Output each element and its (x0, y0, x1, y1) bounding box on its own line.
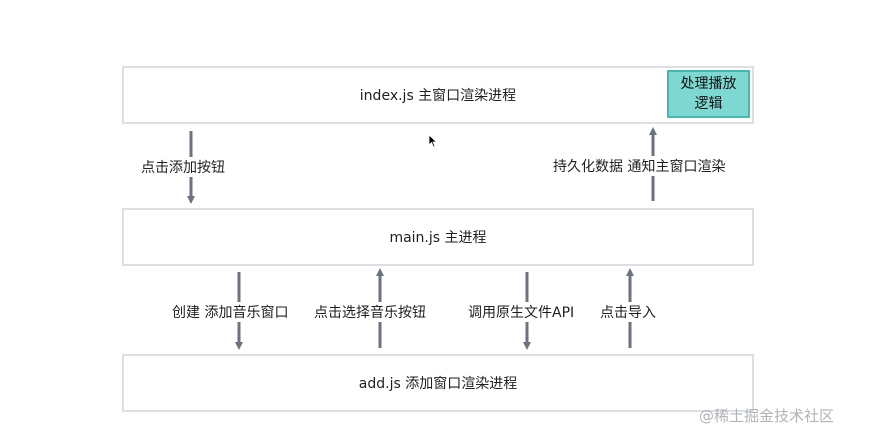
flow-label-click-import: 点击导入 (598, 302, 658, 322)
play-logic-label: 处理播放逻辑 (680, 76, 737, 112)
main-process-box: main.js 主进程 (122, 208, 754, 266)
flow-label-create-window: 创建 添加音乐窗口 (170, 302, 291, 322)
flow-label-native-file-api: 调用原生文件API (466, 302, 577, 322)
add-renderer-process-label: add.js 添加窗口渲染进程 (358, 376, 518, 392)
main-process-label: main.js 主进程 (389, 230, 487, 246)
mouse-cursor-icon (428, 134, 438, 148)
add-renderer-process-box: add.js 添加窗口渲染进程 (122, 354, 754, 412)
play-logic-box: 处理播放逻辑 (667, 70, 750, 118)
flow-label-click-select-button: 点击选择音乐按钮 (312, 302, 428, 322)
flow-label-persist-notify: 持久化数据 通知主窗口渲染 (551, 156, 728, 176)
flow-label-click-add-button: 点击添加按钮 (139, 157, 227, 177)
watermark: @稀土掘金技术社区 (699, 407, 835, 425)
index-renderer-process-box: index.js 主窗口渲染进程 (122, 66, 754, 124)
index-renderer-process-label: index.js 主窗口渲染进程 (359, 88, 517, 104)
